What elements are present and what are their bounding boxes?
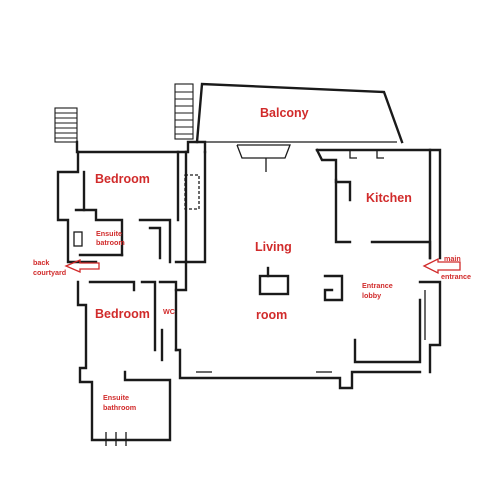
entrance-lobby-label-2: lobby — [362, 291, 381, 300]
ensuite-bottom-label-1: Ensuite — [103, 393, 129, 402]
balcony-stairs — [174, 83, 194, 140]
back-courtyard-label-2: courtyard — [33, 268, 66, 277]
ensuite-top-label-1: Ensuite — [96, 229, 122, 238]
entrance-lobby-label-1: Entrance — [362, 281, 393, 290]
bedroom-top-walls — [56, 150, 200, 264]
balcony-outline — [195, 82, 404, 144]
ensuite-bottom-label-2: bathroom — [103, 403, 136, 412]
bedroom-bottom-label: Bedroom — [95, 307, 150, 321]
main-entrance-label-1: main — [444, 254, 461, 263]
pillar-center — [258, 274, 290, 296]
pillar-entrance — [323, 274, 344, 302]
wc-label: WC — [163, 307, 175, 316]
back-courtyard-label-1: back — [33, 258, 49, 267]
kitchen-label: Kitchen — [366, 191, 412, 205]
living-top-walls — [184, 144, 384, 264]
ensuite-top-label-2: batroom — [96, 238, 125, 247]
living-bottom-walls — [174, 280, 442, 390]
back-courtyard-arrow — [64, 259, 100, 273]
kitchen-walls — [334, 148, 432, 260]
main-entrance-arrow — [422, 257, 461, 275]
main-entrance-label-2: entrance — [441, 272, 471, 281]
bedroom-top-label: Bedroom — [95, 172, 150, 186]
exterior-stairs — [54, 107, 78, 143]
bedroom-bottom-walls — [76, 260, 188, 446]
living-label: Living — [255, 240, 292, 254]
room-label: room — [256, 308, 287, 322]
top-wall — [75, 140, 207, 154]
balcony-label: Balcony — [260, 106, 309, 120]
